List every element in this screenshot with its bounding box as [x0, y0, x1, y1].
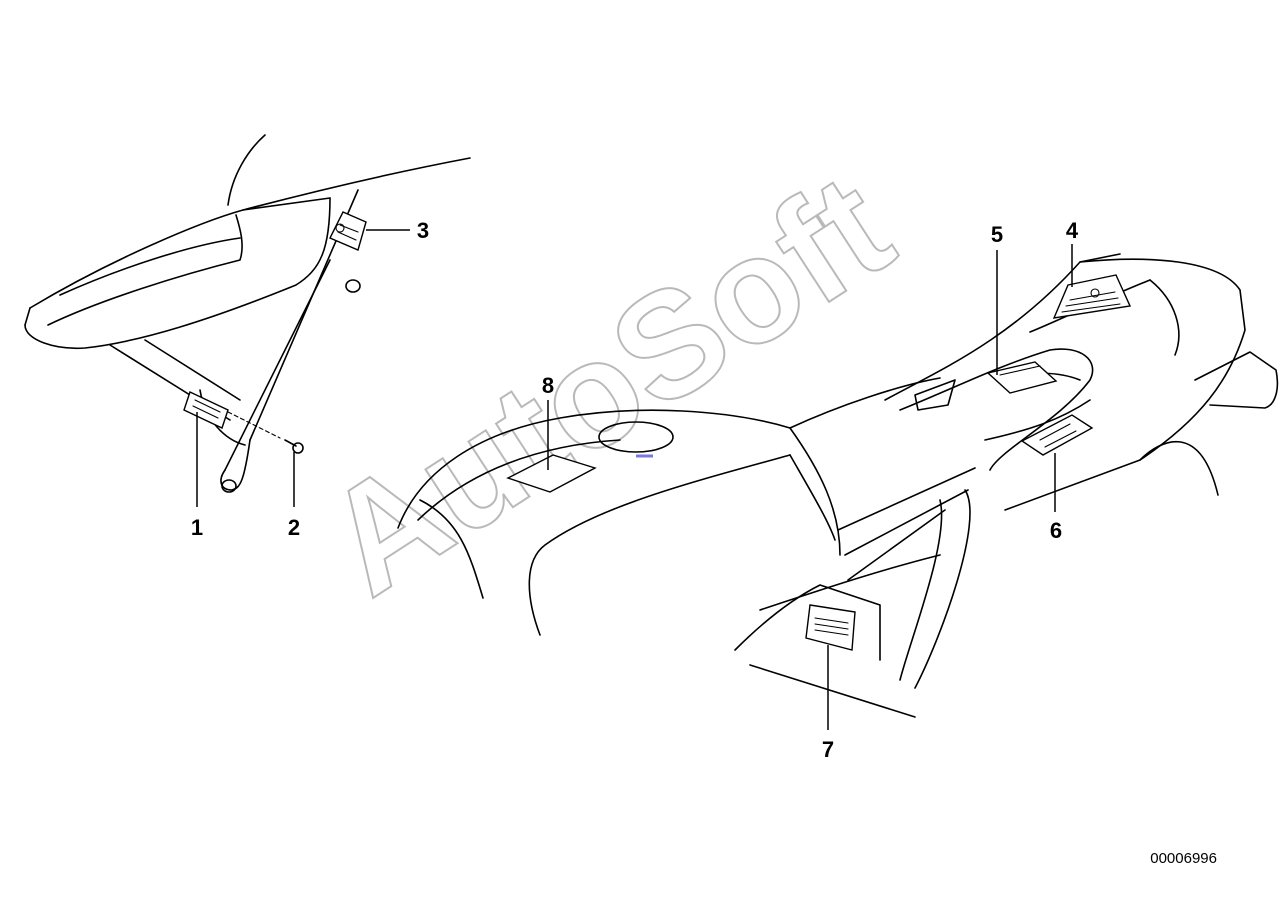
- label-5-plate: [986, 361, 1058, 394]
- callout-2: 2: [288, 515, 300, 540]
- watermark-text: AutoSoft: [296, 141, 918, 627]
- callout-5: 5: [991, 222, 1003, 247]
- label-3-plate: [329, 211, 367, 251]
- callout-7: 7: [822, 737, 834, 762]
- callout-3: 3: [417, 218, 429, 243]
- callout-numbers: 1 2 3 4 5 6 7 8: [191, 218, 1079, 762]
- callout-8: 8: [542, 373, 554, 398]
- label-8-plate: [506, 454, 597, 493]
- document-number: 00006996: [1150, 850, 1217, 867]
- leader-lines: [196, 229, 1073, 730]
- label-1-plate: [183, 391, 229, 429]
- callout-4: 4: [1066, 218, 1079, 243]
- callout-6: 6: [1050, 518, 1062, 543]
- frame-assembly: [397, 253, 1279, 718]
- handlebar-assembly: [24, 134, 471, 493]
- label-6-plate: [1020, 414, 1094, 456]
- watermark: AutoSoft: [295, 140, 919, 628]
- callout-1: 1: [191, 515, 203, 540]
- label-7-plate: [805, 604, 856, 651]
